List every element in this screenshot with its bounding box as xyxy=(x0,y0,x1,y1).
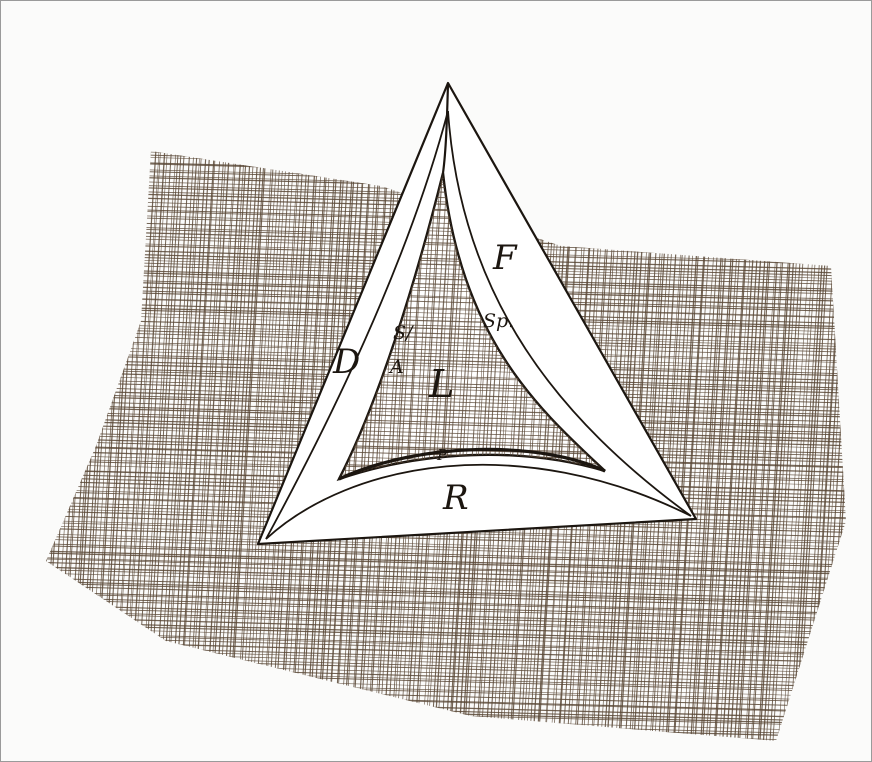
label-sp: Sp. xyxy=(483,310,514,332)
label-s-slash: S/ xyxy=(393,322,414,344)
label-l: L xyxy=(428,362,454,406)
label-r: R xyxy=(442,478,469,518)
label-p: P xyxy=(436,446,448,464)
label-d: D xyxy=(332,342,360,382)
label-f: F xyxy=(492,238,518,278)
label-a: A xyxy=(388,356,404,378)
